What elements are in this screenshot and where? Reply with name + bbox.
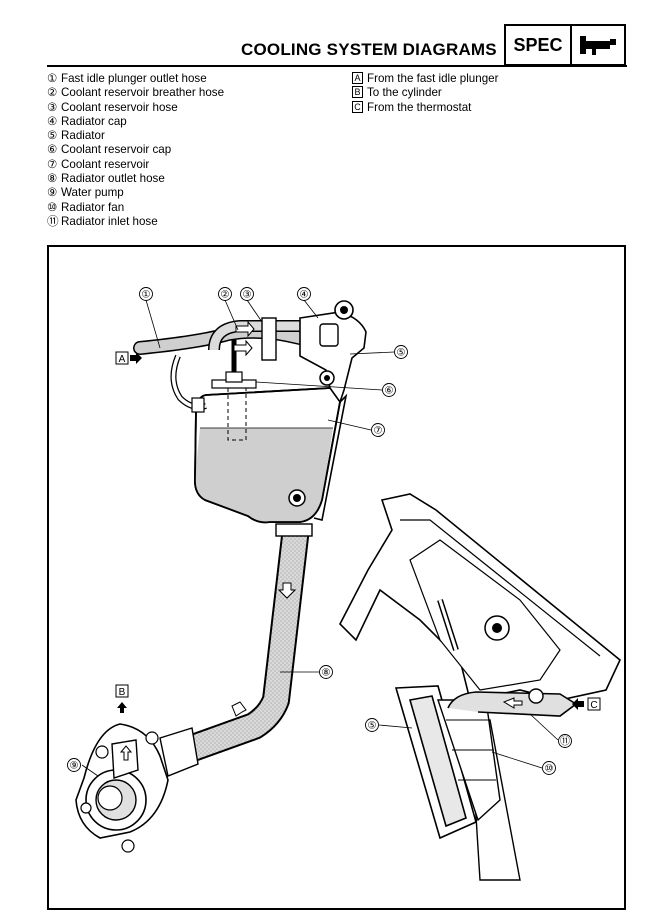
diagram-frame [47, 245, 626, 910]
callout-8: ⑧ [319, 665, 333, 679]
frame-and-radiator [339, 493, 621, 881]
radiator-outlet-hose [159, 523, 313, 777]
spec-badge: SPEC [504, 24, 626, 66]
svg-text:⑨: ⑨ [70, 761, 79, 772]
svg-text:⑪: ⑪ [560, 736, 570, 748]
callout-11: ⑪ [558, 734, 572, 748]
callout-7: ⑦ [371, 423, 385, 437]
svg-text:②: ② [221, 290, 230, 301]
radiator-inlet-hose [447, 688, 578, 717]
svg-text:⑤: ⑤ [368, 721, 377, 732]
flow-marker-b: B [115, 684, 129, 713]
svg-text:B: B [119, 687, 126, 698]
coolant-reservoir-hoses [208, 317, 300, 361]
spec-badge-label: SPEC [506, 26, 572, 64]
title-rule [47, 65, 627, 67]
callout-6: ⑥ [382, 383, 396, 397]
callout-labels: ① ② ③ ④ ⑤ ⑥ ⑦ ⑧ ⑨ ⑤ ⑪ ⑩ [67, 287, 572, 775]
svg-text:③: ③ [243, 290, 252, 301]
callout-2: ② [218, 287, 232, 301]
radiator-top [299, 300, 367, 521]
coolant-reservoir [194, 387, 342, 524]
svg-text:⑧: ⑧ [322, 668, 331, 679]
water-pump [75, 723, 169, 853]
caliper-tool-icon [572, 26, 624, 64]
svg-text:①: ① [142, 290, 151, 301]
svg-text:⑩: ⑩ [545, 764, 554, 775]
radiator-lower [394, 685, 501, 840]
page-title: COOLING SYSTEM DIAGRAMS [241, 40, 497, 59]
callout-1: ① [139, 287, 153, 301]
callout-5-lower: ⑤ [365, 718, 379, 732]
callout-3: ③ [240, 287, 254, 301]
callout-4: ④ [297, 287, 311, 301]
callout-9: ⑨ [67, 758, 81, 772]
svg-text:④: ④ [300, 290, 309, 301]
callout-5-upper: ⑤ [394, 345, 408, 359]
svg-text:C: C [590, 700, 597, 711]
svg-text:A: A [119, 354, 126, 365]
callout-10: ⑩ [542, 761, 556, 775]
svg-text:⑥: ⑥ [385, 386, 394, 397]
flow-marker-a: A [115, 351, 142, 365]
svg-text:⑤: ⑤ [397, 348, 406, 359]
flow-marker-c: C [572, 697, 601, 711]
callout-leaders [81, 299, 559, 777]
svg-text:⑦: ⑦ [374, 426, 383, 437]
